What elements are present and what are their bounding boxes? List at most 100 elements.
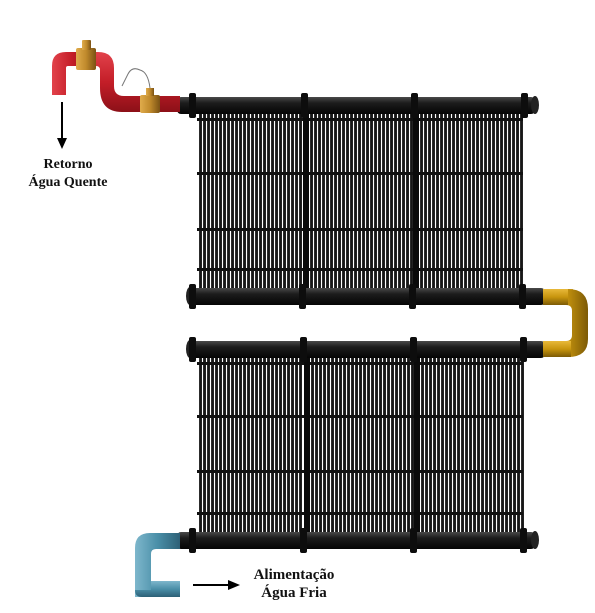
collector-tube <box>227 112 230 292</box>
collector-tube <box>327 356 330 536</box>
panel-module-dividers-bottom <box>304 344 420 544</box>
collector-tube <box>382 112 385 292</box>
collector-tube <box>211 356 214 536</box>
collector-tube <box>488 112 491 292</box>
collector-tube <box>445 356 448 536</box>
hot-return-pipe <box>52 40 180 113</box>
collector-tube <box>436 112 439 292</box>
collector-tube <box>420 112 423 292</box>
temperature-sensor-fitting <box>140 95 160 113</box>
collector-tube <box>391 356 394 536</box>
collector-tube <box>378 112 381 292</box>
header-pipe-bottom-lower <box>177 528 539 553</box>
collector-tube <box>403 356 406 536</box>
collector-tube <box>493 356 496 536</box>
collector-tube <box>424 112 427 292</box>
header-pipe-bottom-upper <box>186 337 545 362</box>
collector-tube <box>267 356 270 536</box>
collector-tube <box>334 112 337 292</box>
collector-tube <box>283 356 286 536</box>
collector-tube <box>263 356 266 536</box>
arrow-down-icon <box>57 102 67 149</box>
collector-tube <box>251 112 254 292</box>
collector-tube <box>310 112 313 292</box>
collector-tube <box>299 356 302 536</box>
collector-tube <box>383 356 386 536</box>
collector-tube <box>394 112 397 292</box>
collector-tube <box>520 112 523 292</box>
collector-tube <box>263 112 266 292</box>
collector-tube <box>351 356 354 536</box>
collector-tube <box>287 356 290 536</box>
collector-tube <box>223 356 226 536</box>
collector-tube <box>203 112 206 292</box>
collector-tube <box>311 356 314 536</box>
collector-tube <box>521 356 524 536</box>
collector-tube <box>227 356 230 536</box>
collector-tube <box>461 356 464 536</box>
collector-tube <box>449 356 452 536</box>
collector-tube <box>398 112 401 292</box>
collector-tube <box>367 356 370 536</box>
header-pipe-top-upper <box>177 93 539 118</box>
panel-row-top <box>177 93 545 309</box>
collector-tube <box>335 356 338 536</box>
collector-tube <box>350 112 353 292</box>
collector-tube <box>338 112 341 292</box>
collector-tube <box>203 356 206 536</box>
collector-tube <box>331 356 334 536</box>
collector-tube <box>271 356 274 536</box>
collector-tube <box>453 356 456 536</box>
collector-tube <box>485 356 488 536</box>
collector-tube <box>379 356 382 536</box>
collector-tube <box>359 356 362 536</box>
collector-tube <box>358 112 361 292</box>
return-label-line1: Retorno <box>43 157 93 172</box>
collector-tube <box>315 356 318 536</box>
collector-tube <box>407 356 410 536</box>
collector-tube <box>460 112 463 292</box>
collector-tube <box>279 356 282 536</box>
collector-tube <box>497 356 500 536</box>
panel-row-bottom <box>177 337 545 553</box>
collector-tube <box>239 112 242 292</box>
collector-tube <box>399 356 402 536</box>
collector-tube <box>279 112 282 292</box>
collector-tube <box>247 356 250 536</box>
collector-tube <box>207 356 210 536</box>
collector-tube <box>239 356 242 536</box>
collector-tube <box>299 112 302 292</box>
collector-tube <box>468 112 471 292</box>
collector-tube <box>326 112 329 292</box>
collector-tube <box>283 112 286 292</box>
collector-tube <box>448 112 451 292</box>
collector-tube <box>481 356 484 536</box>
collector-tube <box>247 112 250 292</box>
collector-tube <box>314 112 317 292</box>
collector-tube <box>480 112 483 292</box>
collector-tube <box>199 112 202 292</box>
collector-tube <box>425 356 428 536</box>
collector-tube <box>243 112 246 292</box>
collector-tube <box>362 112 365 292</box>
return-label-line2: Água Quente <box>28 175 108 190</box>
collector-tube <box>207 112 210 292</box>
collector-tube <box>235 356 238 536</box>
collector-tube <box>231 112 234 292</box>
collector-tube <box>386 112 389 292</box>
collector-tube <box>295 112 298 292</box>
collector-tube <box>346 112 349 292</box>
collector-tube <box>219 112 222 292</box>
collector-tube <box>371 356 374 536</box>
collector-tube <box>465 356 468 536</box>
collector-tube <box>496 112 499 292</box>
panel-module-dividers-top <box>303 100 419 300</box>
panel-cross-strips-top <box>197 118 523 271</box>
collector-tube <box>428 112 431 292</box>
collector-tube <box>215 112 218 292</box>
collector-tube <box>374 112 377 292</box>
collector-tube <box>513 356 516 536</box>
cold-supply-pipe <box>135 533 180 597</box>
collector-tube <box>211 112 214 292</box>
